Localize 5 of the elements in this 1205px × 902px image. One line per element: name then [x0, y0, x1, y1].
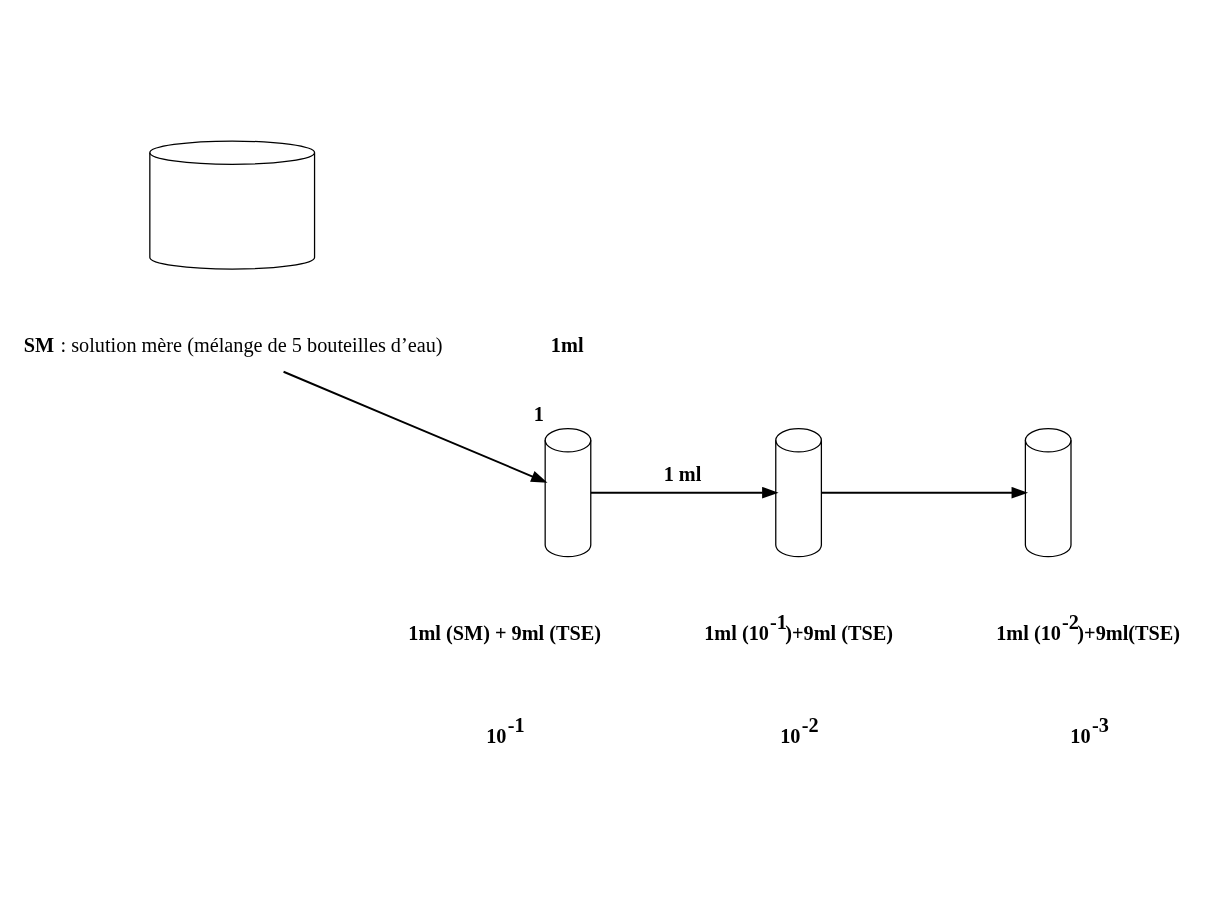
node-text: SM : solution mère (mélange de 5 bouteilles d’eau)	[23, 333, 443, 356]
edge-label: 1 ml	[663, 462, 702, 485]
node-label: 1ml (SM) + 9ml (TSE)	[408, 621, 602, 644]
node-label: 1ml	[550, 333, 584, 356]
node-label: 1	[533, 402, 544, 425]
